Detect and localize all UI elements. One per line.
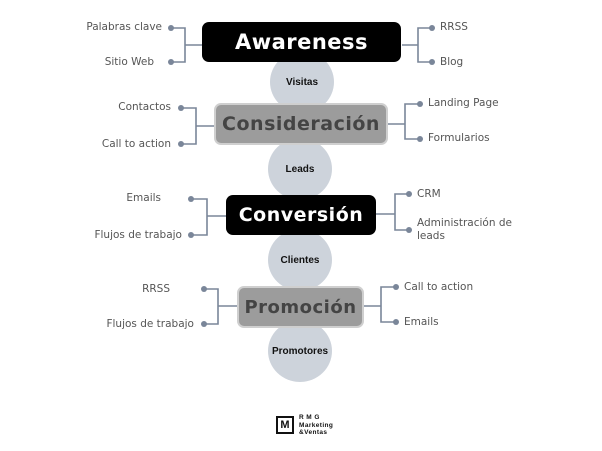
connector-label: Leads [285, 163, 315, 175]
connector-leads: Leads [268, 138, 332, 200]
connector-promotores: Promotores [268, 320, 332, 382]
branch-label: Contactos [118, 101, 171, 113]
branch-label: Flujos de trabajo [106, 318, 194, 330]
branch-dot [406, 191, 412, 197]
branch-dot [178, 141, 184, 147]
branch-label: Call to action [404, 281, 474, 293]
connector-label: Visitas [285, 76, 319, 88]
branch-label: Sitio Web [104, 56, 154, 68]
company-logo: M R M G Marketing &Ventas [276, 414, 333, 437]
branch-dot [393, 284, 399, 290]
branch-label: Formularios [428, 132, 490, 144]
branch-label: Landing Page [428, 97, 499, 109]
branch-label: Flujos de trabajo [94, 229, 182, 241]
logo-line: R M G [299, 414, 320, 421]
stage-consideracion: Consideración [214, 103, 388, 145]
branch-dot [429, 25, 435, 31]
branch-dot [188, 232, 194, 238]
branch-label: Emails [404, 316, 439, 328]
branch-dot [188, 196, 194, 202]
branch-label: RRSS [142, 283, 170, 295]
branch-dot [178, 105, 184, 111]
logo-text: R M G Marketing &Ventas [299, 414, 333, 437]
branch-dot [168, 59, 174, 65]
connector-clientes: Clientes [268, 229, 332, 291]
logo-line: &Ventas [299, 429, 328, 436]
logo-glyph: M [280, 418, 290, 431]
branch-label: Blog [440, 56, 464, 68]
branch-label: Emails [126, 192, 161, 204]
branch-label: Administración de leads [417, 217, 512, 242]
stage-awareness: Awareness [202, 22, 401, 62]
stage-promocion: Promoción [237, 286, 364, 328]
logo-line: Marketing [299, 421, 334, 429]
branch-label: Call to action [101, 138, 171, 150]
branch-dot [417, 101, 423, 107]
branch-dot [201, 321, 207, 327]
branch-label: CRM [417, 188, 441, 200]
branch-dot [393, 319, 399, 325]
branch-dot [406, 227, 412, 233]
branch-dot [429, 59, 435, 65]
branch-label: Palabras clave [86, 21, 162, 33]
branch-dot [201, 286, 207, 292]
stage-conversion: Conversión [226, 195, 376, 235]
connector-label: Clientes [280, 254, 320, 266]
branch-dot [168, 25, 174, 31]
branch-dot [417, 136, 423, 142]
branch-label: RRSS [440, 21, 468, 33]
connector-label: Promotores [271, 345, 329, 357]
logo-mark-icon: M [276, 416, 294, 435]
